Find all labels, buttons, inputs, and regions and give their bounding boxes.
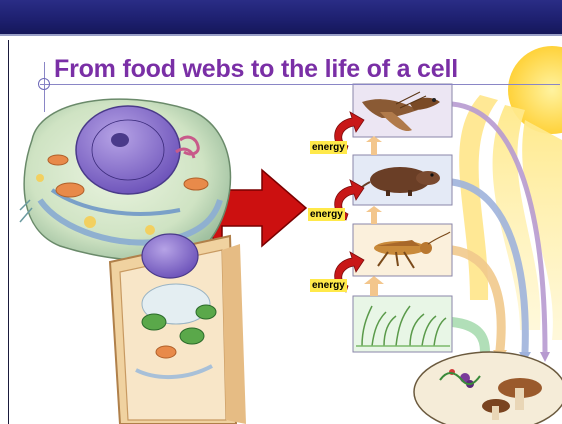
plant-cell-illustration bbox=[110, 234, 246, 424]
energy-label-3: energy bbox=[310, 279, 347, 292]
decomposer-mushrooms-icon bbox=[414, 352, 562, 424]
animal-cell-illustration bbox=[20, 99, 230, 260]
title-underline bbox=[40, 84, 560, 85]
energy-label-1: energy bbox=[310, 141, 347, 154]
energy-label-2: energy bbox=[308, 208, 345, 221]
slide-title: From food webs to the life of a cell bbox=[54, 55, 458, 84]
crosshair-circle bbox=[38, 78, 50, 90]
